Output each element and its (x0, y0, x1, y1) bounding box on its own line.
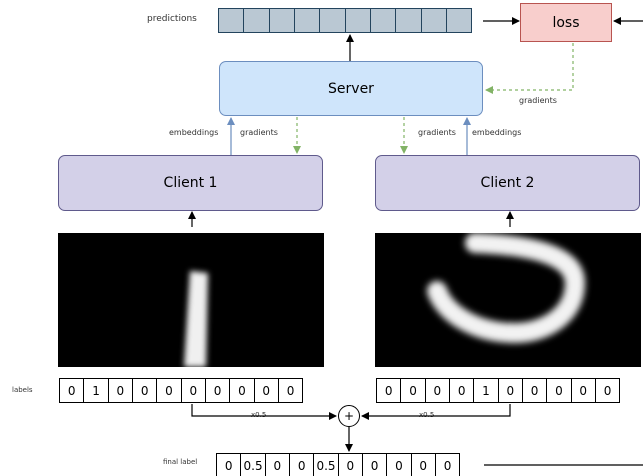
labels-row-label: labels (12, 386, 33, 394)
client1-embeddings-label: embeddings (169, 128, 219, 137)
client1-label: Client 1 (163, 175, 218, 191)
client2-digit-image (375, 233, 641, 367)
prediction-cell (445, 8, 473, 33)
sum-operator: + (338, 405, 360, 427)
predictions-label: predictions (147, 14, 197, 24)
loss-gradients-label: gradients (519, 96, 557, 105)
client2-box: Client 2 (375, 155, 640, 211)
label-cell: 0 (546, 378, 572, 403)
label-cell: 0 (448, 378, 475, 403)
label-cell: 0 (570, 378, 596, 403)
prediction-cell (243, 8, 270, 33)
label-cell: 0 (277, 378, 304, 403)
scale-left-label: x0.5 (250, 411, 268, 419)
client2-gradients-label: gradients (418, 128, 456, 137)
loss-label: loss (552, 14, 580, 31)
label-cell: 0 (424, 378, 451, 403)
client1-digit-image (58, 233, 324, 367)
client1-box: Client 1 (58, 155, 323, 211)
label-cell: 0 (376, 378, 402, 403)
prediction-cell (344, 8, 372, 33)
server-box: Server (219, 61, 483, 116)
client1-gradients-label: gradients (240, 128, 278, 137)
predictions-vector (218, 8, 473, 33)
final-label-cell: 0 (434, 453, 461, 476)
server-label: Server (328, 80, 374, 97)
labels1-to-plus-arrow (191, 404, 337, 420)
label-cell: 0 (107, 378, 134, 403)
label-cell: 0 (229, 378, 255, 403)
final-label-cell: 0.5 (240, 453, 266, 476)
loss-box: loss (520, 3, 612, 42)
prediction-cell (218, 8, 245, 33)
client2-embeddings-label: embeddings (472, 128, 522, 137)
client2-label: Client 2 (480, 175, 535, 191)
scale-right-label: x0.5 (418, 411, 436, 419)
labels2-to-plus-arrow (361, 404, 511, 420)
label-cell: 1 (473, 378, 499, 403)
final-label-cell: 0.5 (313, 453, 339, 476)
label-cell: 0 (594, 378, 621, 403)
final-label-row-label: final label (163, 458, 198, 466)
label-cell: 0 (180, 378, 207, 403)
loss-to-server-gradients-arrow (485, 43, 574, 94)
plus-symbol: + (343, 409, 355, 423)
label-cell: 0 (253, 378, 279, 403)
label-cell: 0 (204, 378, 231, 403)
label-cell: 0 (497, 378, 524, 403)
label-cell: 0 (131, 378, 158, 403)
